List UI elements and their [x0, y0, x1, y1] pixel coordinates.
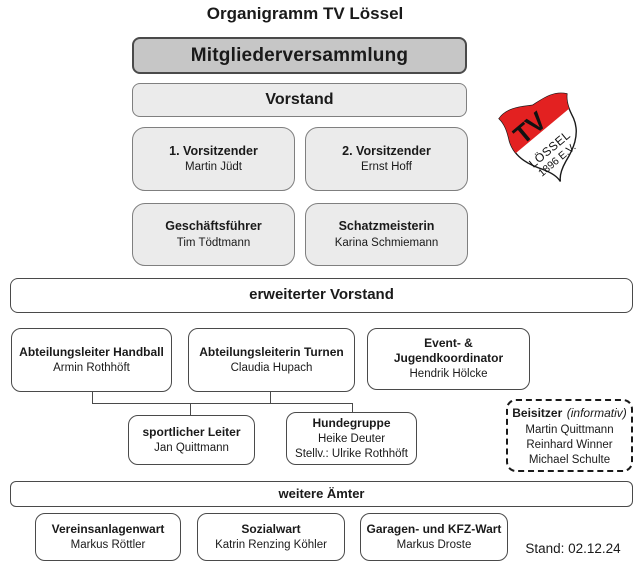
- role-label: Schatzmeisterin: [338, 219, 435, 233]
- band-erweiterter-vorstand: erweiterter Vorstand: [10, 278, 633, 313]
- node-hundegruppe: Hundegruppe Heike Deuter Stellv.: Ulrike…: [286, 412, 417, 465]
- connector-line: [190, 403, 191, 416]
- node-geschaeftsfuehrer: Geschäftsführer Tim Tödtmann: [132, 203, 295, 266]
- role-label: Garagen- und KFZ-Wart: [366, 521, 502, 536]
- advisors-title-line: Beisitzer (informativ): [512, 403, 627, 423]
- connector-line: [270, 392, 271, 403]
- role-label: Hundegruppe: [312, 415, 391, 430]
- advisors-note: (informativ): [566, 406, 627, 421]
- role-label: sportlicher Leiter: [142, 424, 241, 439]
- person-name: Martin Jüdt: [185, 161, 242, 174]
- person-name: Claudia Hupach: [230, 361, 313, 374]
- person-name: Markus Droste: [396, 538, 472, 551]
- role-label: Vereinsanlagenwart: [51, 521, 165, 536]
- person-name: Katrin Renzing Köhler: [215, 538, 327, 551]
- connector-line: [92, 392, 93, 403]
- node-abteilungsleiterin-turnen: Abteilungsleiterin Turnen Claudia Hupach: [188, 328, 355, 392]
- page-title: Organigramm TV Lössel: [206, 4, 404, 23]
- band-label: erweiterter Vorstand: [249, 286, 394, 304]
- node-mitgliederversammlung: Mitgliederversammlung: [132, 37, 467, 74]
- node-beisitzer: Beisitzer (informativ) Martin Quittmann …: [506, 399, 633, 472]
- role-label: Abteilungsleiter Handball: [19, 344, 164, 359]
- node-sportlicher-leiter: sportlicher Leiter Jan Quittmann: [128, 415, 255, 465]
- person-name: Tim Tödtmann: [176, 236, 251, 249]
- advisor-name: Martin Quittmann: [525, 424, 614, 437]
- node-sozialwart: Sozialwart Katrin Renzing Köhler: [197, 513, 345, 561]
- club-logo: TV LÖSSEL 1896 E.V.: [497, 89, 595, 182]
- role-label: 1. Vorsitzender: [169, 143, 258, 158]
- node-vorstand: Vorstand: [132, 83, 467, 117]
- band-label: weitere Ämter: [278, 485, 365, 501]
- advisors-title: Beisitzer: [512, 406, 563, 421]
- node-vereinsanlagenwart: Vereinsanlagenwart Markus Röttler: [35, 513, 181, 561]
- node-label: Vorstand: [265, 91, 334, 108]
- connector-line: [352, 403, 353, 416]
- stand-date: Stand: 02.12.24: [525, 541, 621, 556]
- deputy-name: Stellv.: Ulrike Rothhöft: [295, 448, 408, 460]
- node-1-vorsitzender: 1. Vorsitzender Martin Jüdt: [132, 127, 295, 191]
- person-name: Karina Schmiemann: [334, 236, 439, 249]
- person-name: Armin Rothhöft: [53, 361, 130, 374]
- role-label: Sozialwart: [241, 521, 301, 536]
- person-name: Heike Deuter: [317, 432, 386, 445]
- advisor-name: Michael Schulte: [528, 453, 611, 466]
- node-schatzmeisterin: Schatzmeisterin Karina Schmiemann: [305, 203, 468, 266]
- person-name: Markus Röttler: [70, 538, 146, 551]
- advisor-name: Reinhard Winner: [526, 439, 613, 452]
- person-name: Ernst Hoff: [361, 161, 412, 174]
- role-label: Event- & Jugendkoordinator: [393, 336, 504, 366]
- node-event-jugendkoordinator: Event- & Jugendkoordinator Hendrik Hölck…: [367, 328, 530, 390]
- role-label: Abteilungsleiterin Turnen: [199, 344, 344, 359]
- role-label: Geschäftsführer: [165, 219, 262, 233]
- node-label: Mitgliederversammlung: [190, 44, 409, 66]
- node-abteilungsleiter-handball: Abteilungsleiter Handball Armin Rothhöft: [11, 328, 172, 392]
- person-name: Jan Quittmann: [154, 441, 229, 454]
- node-2-vorsitzender: 2. Vorsitzender Ernst Hoff: [305, 127, 468, 191]
- role-label: 2. Vorsitzender: [342, 143, 431, 158]
- band-weitere-aemter: weitere Ämter: [10, 481, 633, 507]
- node-garagen-kfz-wart: Garagen- und KFZ-Wart Markus Droste: [360, 513, 508, 561]
- person-name: Hendrik Hölcke: [409, 368, 488, 381]
- connector-line: [92, 403, 353, 404]
